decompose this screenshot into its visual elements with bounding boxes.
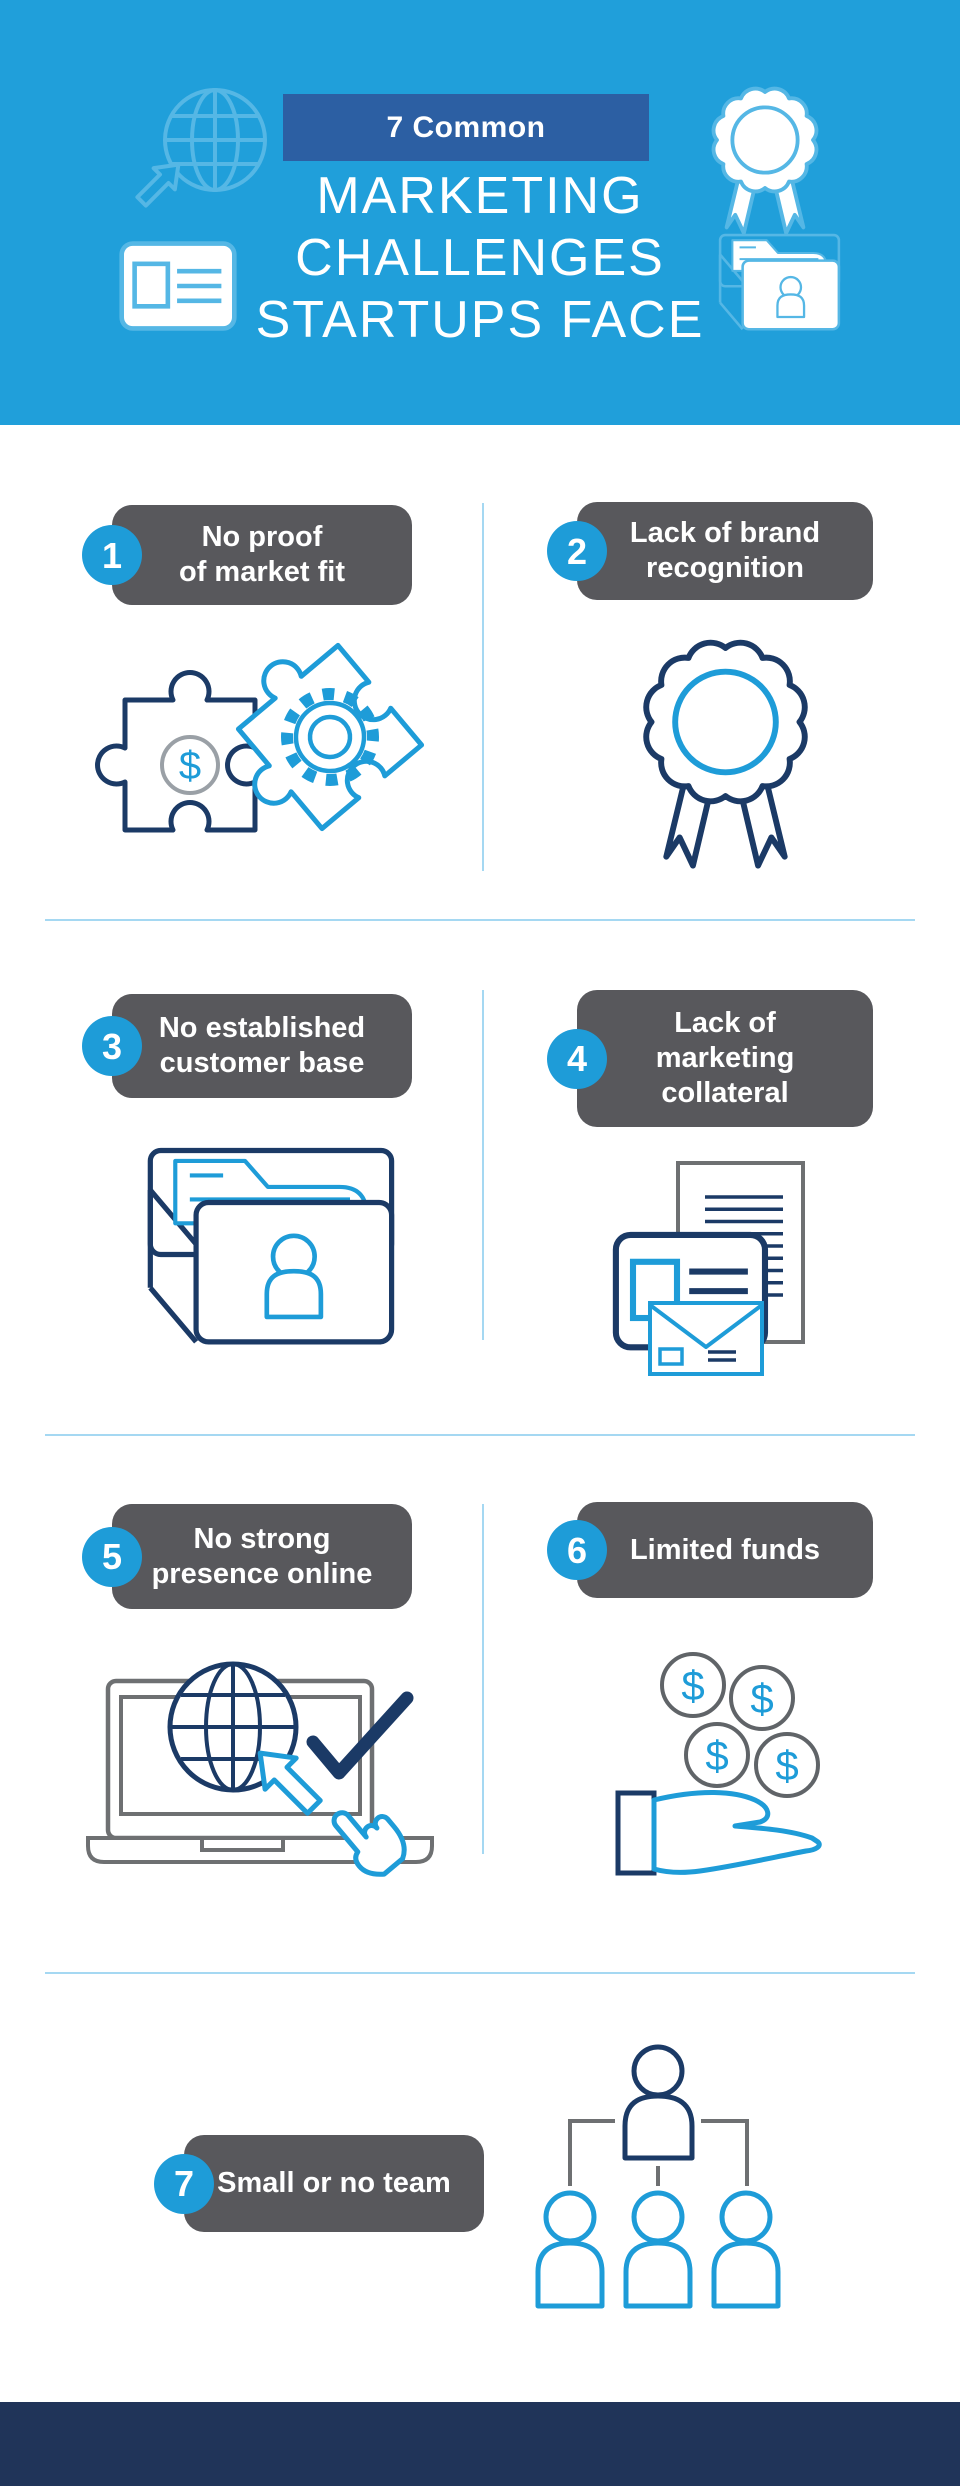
- challenge-number-5: 5: [82, 1526, 142, 1587]
- challenge-label-6: Limited funds: [629, 1533, 821, 1566]
- column-divider: [482, 503, 484, 871]
- open-hand-icon: [651, 1789, 822, 1875]
- dollar-sign: $: [775, 1742, 798, 1789]
- page-title: MARKETING CHALLENGES STARTUPS FACE: [0, 165, 960, 351]
- title-line-1: MARKETING: [316, 167, 644, 225]
- challenge-number-6: 6: [547, 1520, 607, 1580]
- puzzle-dollar-gear-icon: $: [95, 642, 425, 833]
- challenge-number-3: 3: [82, 1016, 142, 1076]
- challenge-label-1: No proof of market fit: [179, 521, 345, 588]
- challenge-label-4: Lack of marketing collateral: [655, 1007, 795, 1109]
- hand-coins-icon: $ $ $ $: [615, 1652, 822, 1876]
- challenge-label-3: No established customer base: [158, 1012, 366, 1079]
- column-divider: [482, 990, 484, 1340]
- title-line-2: CHALLENGES: [295, 229, 665, 287]
- row-divider: [45, 1434, 915, 1436]
- challenge-label-2: Lack of brand recognition: [629, 517, 821, 584]
- title-line-3: STARTUPS FACE: [255, 291, 705, 349]
- row-divider: [45, 1972, 915, 1974]
- laptop-online-check-icon: [86, 1661, 434, 1877]
- dollar-sign: $: [750, 1675, 773, 1722]
- cursor-arrow-icon: [257, 1750, 323, 1816]
- challenge-label-5: No strong presence online: [151, 1522, 373, 1590]
- award-ribbon-icon: [607, 611, 844, 907]
- challenge-pill-5: 5 No strong presence online: [82, 1504, 412, 1609]
- header-banner: 7 Common MARKETING CHALLENGES STARTUPS F…: [0, 0, 960, 425]
- team-org-chart-icon: [535, 2044, 781, 2309]
- clicking-hand-icon: [331, 1810, 407, 1877]
- challenge-pill-7: 7 Small or no team: [154, 2135, 484, 2232]
- dollar-coins: $ $ $ $: [660, 1652, 820, 1798]
- challenge-pill-1: 1 No proof of market fit: [82, 505, 412, 605]
- challenge-number-2: 2: [547, 521, 607, 581]
- challenge-pill-3: 3 No established customer base: [82, 994, 412, 1098]
- customer-folder-icon: [142, 1142, 402, 1366]
- row-divider: [45, 919, 915, 921]
- dollar-sign: $: [681, 1662, 704, 1709]
- globe-pointer-icon: [135, 88, 267, 208]
- challenge-number-1: 1: [82, 525, 142, 585]
- marketing-documents-icon: [600, 1161, 805, 1376]
- footer-bar: [0, 2402, 960, 2486]
- dollar-sign: $: [179, 744, 201, 788]
- challenge-pill-2: 2 Lack of brand recognition: [547, 502, 873, 600]
- header-tag: 7 Common: [283, 94, 649, 161]
- dollar-sign: $: [705, 1732, 728, 1779]
- column-divider: [482, 1504, 484, 1854]
- challenge-label-7: Small or no team: [217, 2167, 451, 2199]
- header-tag-label: 7 Common: [386, 110, 546, 144]
- challenge-pill-6: 6 Limited funds: [547, 1502, 873, 1598]
- challenge-number-7: 7: [154, 2153, 214, 2214]
- challenge-pill-4: 4 Lack of marketing collateral: [547, 990, 873, 1127]
- challenge-number-4: 4: [547, 1028, 607, 1089]
